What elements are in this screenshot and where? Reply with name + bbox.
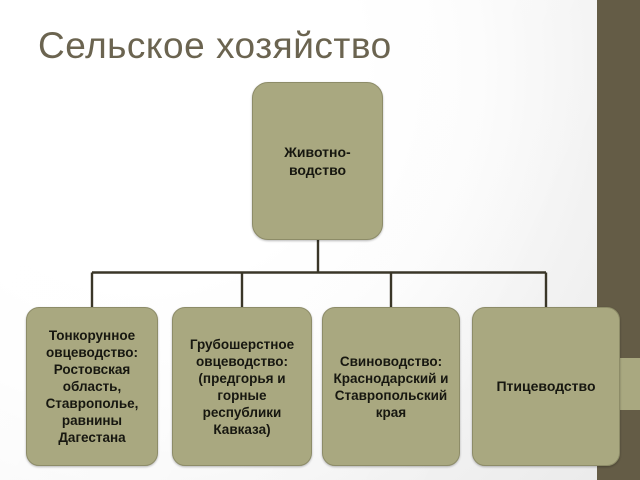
org-node-fine-wool-sheep[interactable]: Тонкорунное овцеводство: Ростовская обла…: [26, 307, 158, 466]
org-node-coarse-wool-sheep-label: Грубошерстное овцеводство: (предгорья и …: [189, 336, 295, 437]
org-node-pig-farming-label: Свиноводство: Краснодарский и Ставрополь…: [333, 353, 449, 420]
org-node-root-label: Животно- водство: [284, 144, 351, 178]
org-node-poultry-farming-label: Птицеводство: [496, 378, 596, 394]
org-node-pig-farming[interactable]: Свиноводство: Краснодарский и Ставрополь…: [322, 307, 460, 466]
org-node-poultry-farming[interactable]: Птицеводство: [472, 307, 620, 466]
slide-title: Сельское хозяйство: [38, 25, 392, 66]
org-node-coarse-wool-sheep[interactable]: Грубошерстное овцеводство: (предгорья и …: [172, 307, 312, 466]
org-node-root[interactable]: Животно- водство: [252, 82, 383, 240]
org-node-fine-wool-sheep-label: Тонкорунное овцеводство: Ростовская обла…: [45, 328, 139, 445]
